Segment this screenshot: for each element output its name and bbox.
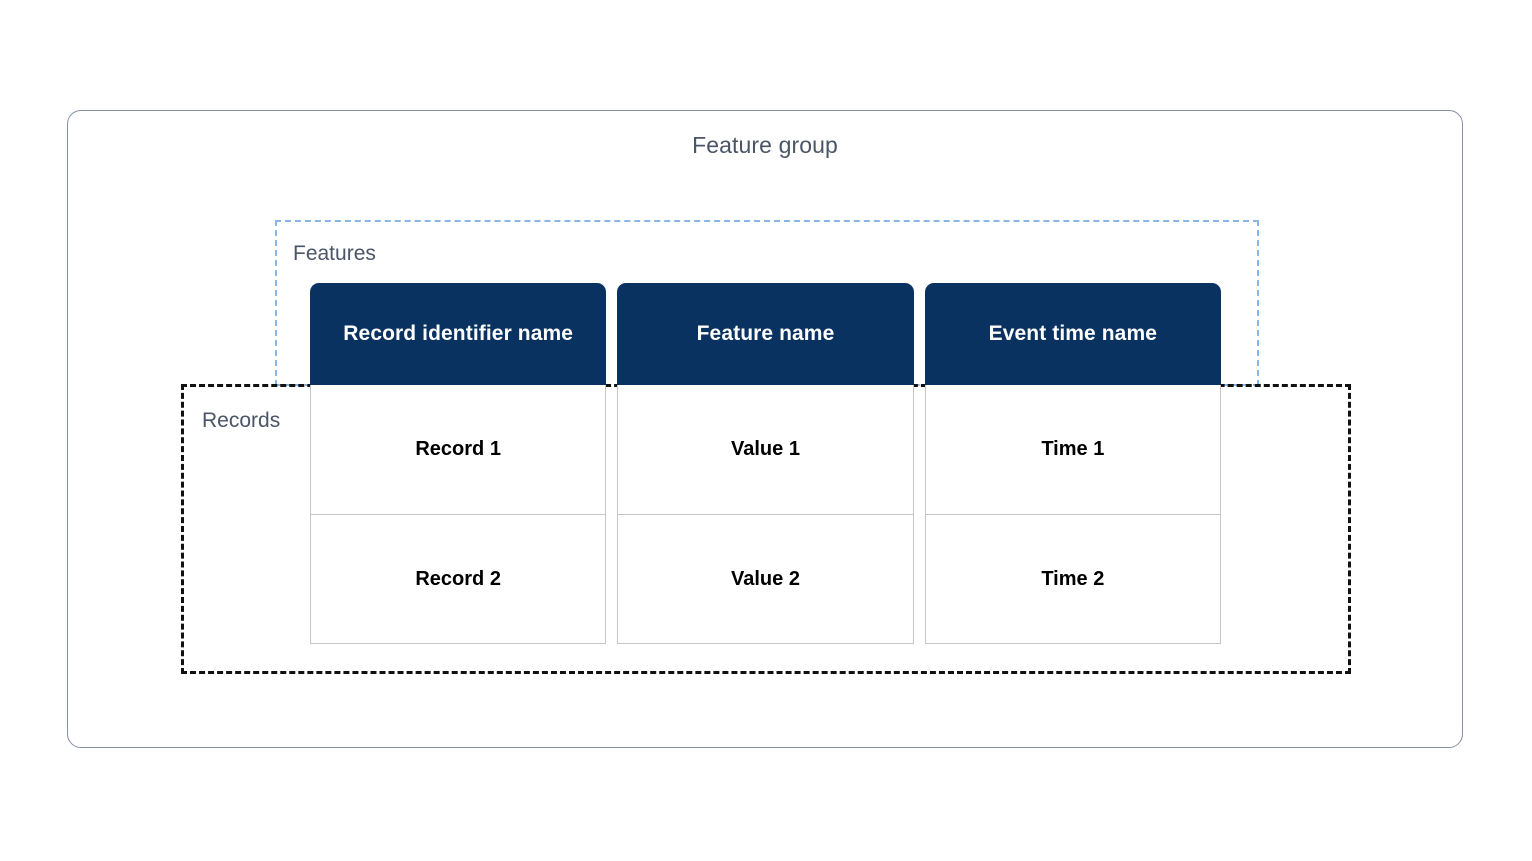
column-header: Event time name — [924, 283, 1221, 385]
feature-table: Record identifier name Record 1 Record 2… — [310, 283, 1221, 644]
table-cell: Record 2 — [310, 515, 607, 644]
feature-column-record-identifier: Record identifier name Record 1 Record 2 — [310, 283, 607, 644]
records-region-label: Records — [202, 409, 281, 432]
column-header: Record identifier name — [310, 283, 607, 385]
table-cell: Time 1 — [924, 385, 1221, 515]
feature-column-event-time: Event time name Time 1 Time 2 — [924, 283, 1221, 644]
features-region-label: Features — [293, 242, 376, 265]
table-cell: Time 2 — [924, 515, 1221, 644]
feature-group-title: Feature group — [692, 132, 838, 158]
feature-column-feature-name: Feature name Value 1 Value 2 — [617, 283, 914, 644]
table-cell: Value 1 — [617, 385, 914, 515]
column-header: Feature name — [617, 283, 914, 385]
table-cell: Record 1 — [310, 385, 607, 515]
table-cell: Value 2 — [617, 515, 914, 644]
